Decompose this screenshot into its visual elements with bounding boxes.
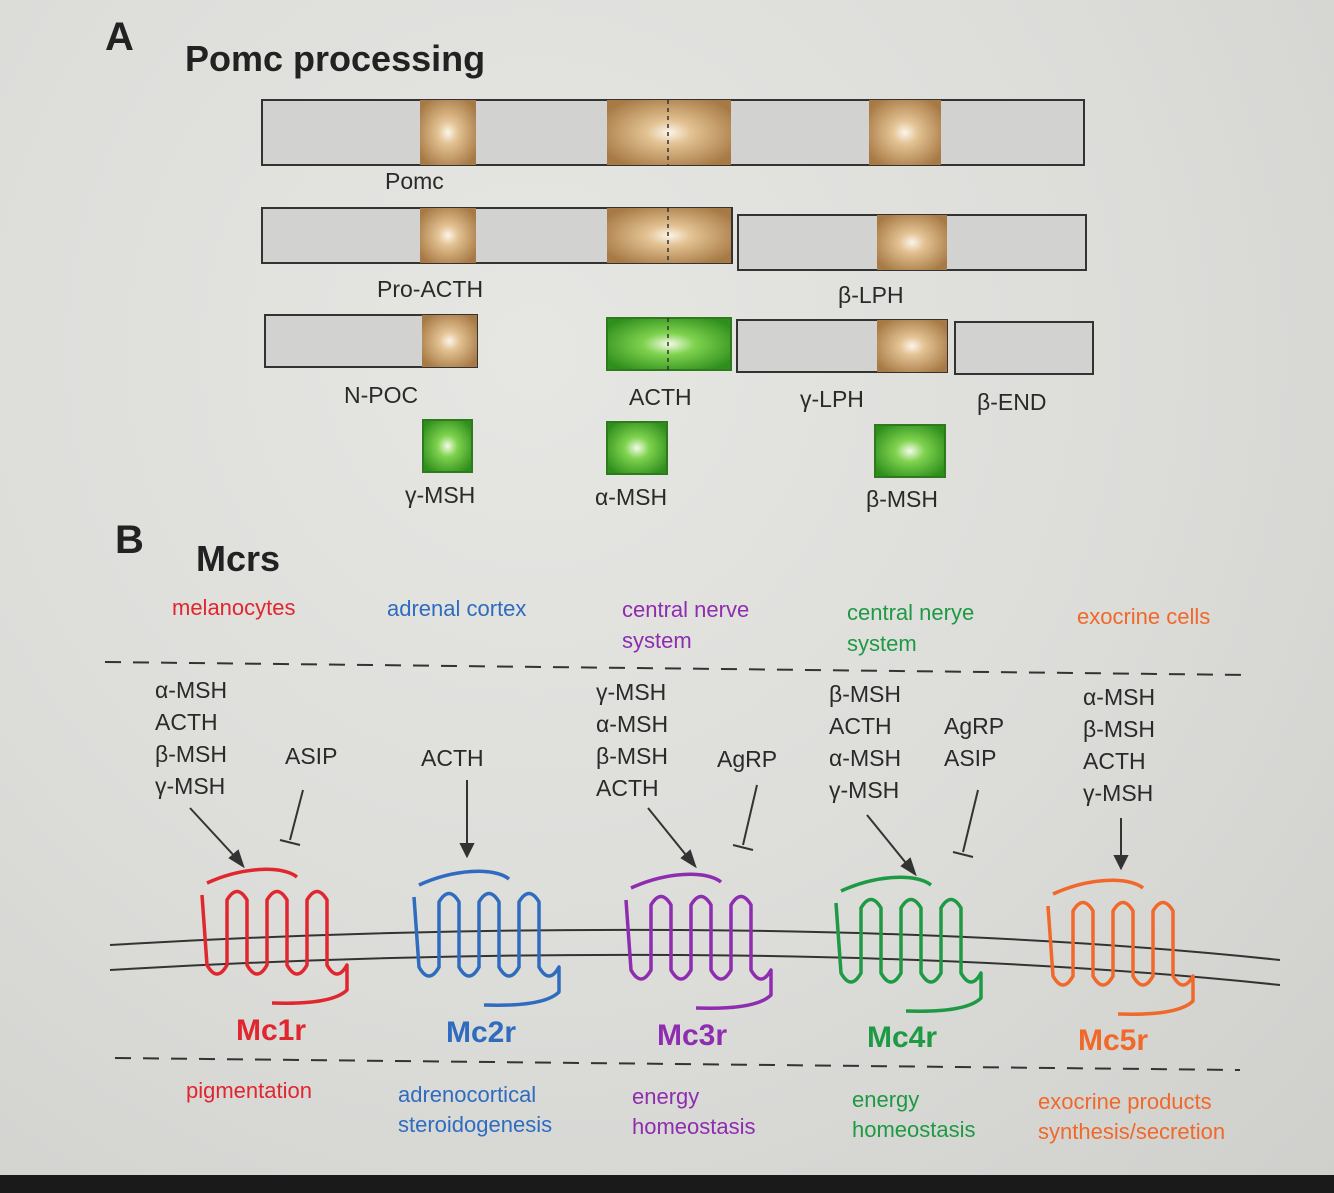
label-gamma-msh: γ-MSH <box>405 482 476 508</box>
function-mc5r: exocrine products synthesis/secretion <box>1038 1089 1226 1144</box>
agonists-mc3r: γ-MSH α-MSH β-MSH ACTH <box>596 679 669 801</box>
pro-acth-bar <box>261 207 733 264</box>
antagonists-mc3r: AgRP <box>717 746 778 772</box>
n-poc-bar <box>264 314 478 368</box>
tissue-mc5r: exocrine cells <box>1077 604 1211 629</box>
label-gamma-lph: γ-LPH <box>800 386 864 412</box>
panel-b-title: Mcrs <box>196 538 281 579</box>
acth-bar <box>606 317 732 371</box>
gamma-lph-bar <box>736 319 948 373</box>
gamma-msh-box <box>422 419 473 473</box>
label-n-poc: N-POC <box>344 382 419 408</box>
agonists-mc1r: α-MSH ACTH β-MSH γ-MSH <box>155 677 228 799</box>
receptor-name-mc3r: Mc3r <box>657 1019 728 1052</box>
signal-arrows <box>189 780 1129 877</box>
label-pomc: Pomc <box>385 168 444 194</box>
receptor-name-mc1r: Mc1r <box>236 1014 307 1047</box>
monitor-bezel <box>0 1175 1334 1193</box>
panel-a-title: Pomc processing <box>185 38 486 79</box>
receptor-mc2r <box>412 891 561 1007</box>
bottom-dashed-line <box>114 1057 1241 1071</box>
tissue-mc4r: central nerye system <box>847 600 975 656</box>
receptor-n-terminus <box>1052 878 1145 896</box>
receptor-mc4r <box>834 897 983 1013</box>
antagonists-mc4r: AgRP ASIP <box>944 713 1005 771</box>
tissue-mc2r: adrenal cortex <box>387 596 527 621</box>
function-mc2r: adrenocortical steroidogenesis <box>398 1082 553 1137</box>
agonists-mc5r: α-MSH β-MSH ACTH γ-MSH <box>1083 684 1156 806</box>
top-dashed-line <box>104 661 1251 676</box>
receptor-name-mc4r: Mc4r <box>867 1021 938 1054</box>
receptor-n-terminus <box>418 869 511 887</box>
label-pro-acth: Pro-ACTH <box>377 276 484 302</box>
function-mc4r: energy homeostasis <box>852 1087 976 1142</box>
receptor-n-terminus <box>206 867 299 885</box>
acth-core <box>607 100 731 165</box>
receptor-name-mc2r: Mc2r <box>446 1016 517 1049</box>
antagonists-mc1r: ASIP <box>285 743 338 769</box>
receptor-n-terminus <box>840 875 933 893</box>
receptor-mc3r <box>624 894 773 1010</box>
receptor-n-terminus <box>630 872 723 890</box>
agonists-mc4r: β-MSH ACTH α-MSH γ-MSH <box>829 681 902 803</box>
tissue-mc3r: central nerve system <box>622 597 750 653</box>
receptor-mc5r <box>1046 900 1195 1016</box>
gamma-msh-core <box>420 100 476 165</box>
label-beta-end: β-END <box>977 389 1047 415</box>
pomc-bar <box>261 99 1085 166</box>
alpha-msh-box <box>606 421 668 475</box>
panel-b-letter: B <box>115 518 144 562</box>
panel-a-letter: A <box>105 15 134 59</box>
beta-end-bar <box>954 321 1094 375</box>
label-beta-msh: β-MSH <box>866 486 938 512</box>
beta-msh-core <box>869 100 941 165</box>
beta-lph-bar <box>737 214 1087 271</box>
receptor-name-mc5r: Mc5r <box>1078 1024 1149 1057</box>
function-mc3r: energy homeostasis <box>632 1084 756 1139</box>
receptor-mc1r <box>200 889 349 1005</box>
tissue-mc1r: melanocytes <box>172 595 296 620</box>
label-acth: ACTH <box>629 384 692 410</box>
label-beta-lph: β-LPH <box>838 282 904 308</box>
agonists-mc2r: ACTH <box>421 745 484 771</box>
beta-msh-box <box>874 424 946 478</box>
function-mc1r: pigmentation <box>186 1078 312 1103</box>
label-alpha-msh: α-MSH <box>595 484 668 510</box>
